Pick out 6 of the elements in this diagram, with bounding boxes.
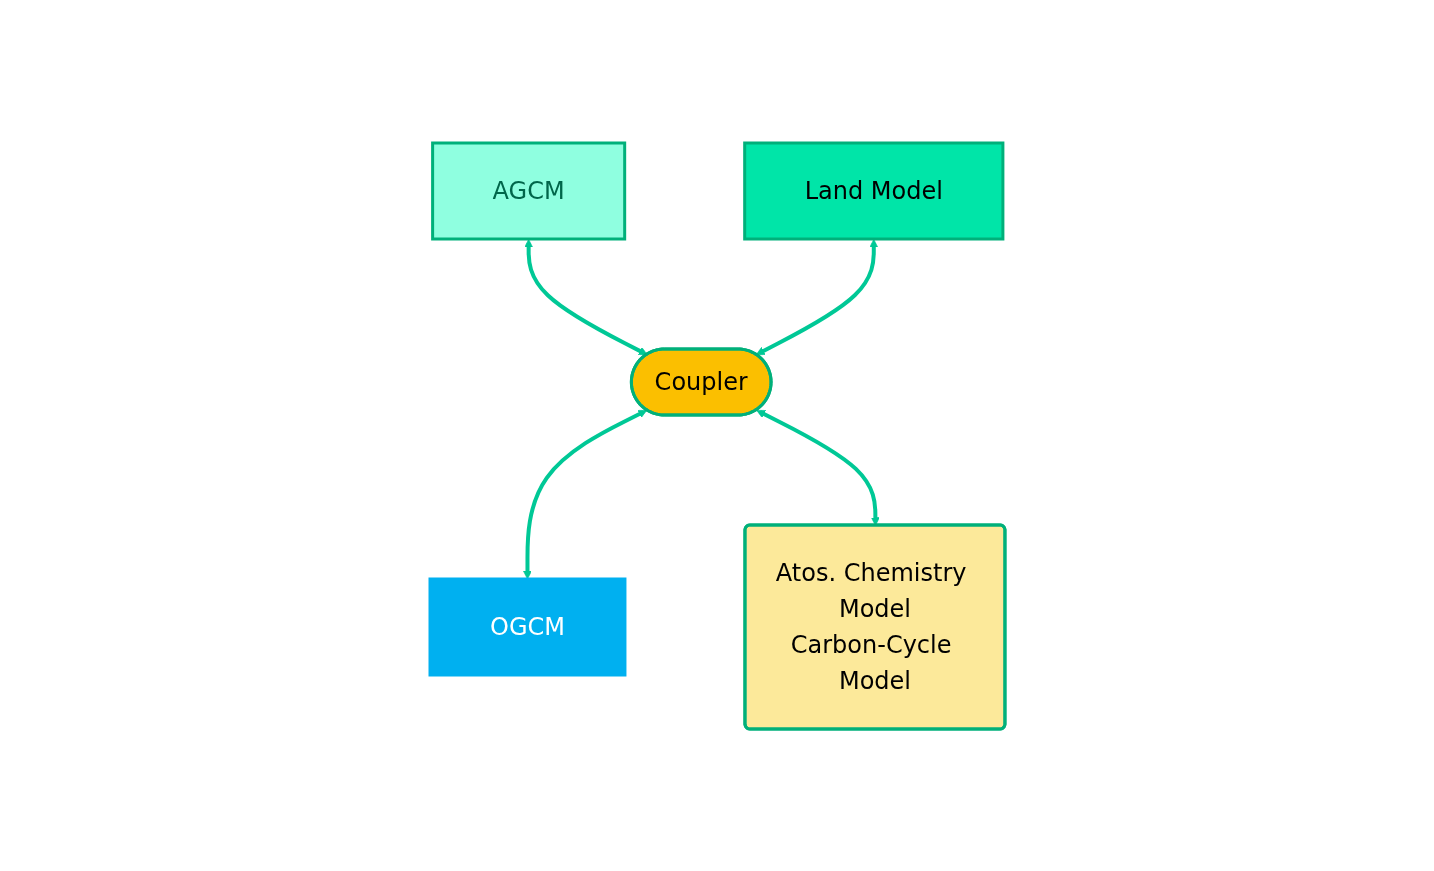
node-box: AGCM xyxy=(430,141,626,240)
arrow xyxy=(522,409,647,579)
node-box: OGCM xyxy=(428,577,626,676)
arrow xyxy=(755,238,878,355)
arrow xyxy=(523,238,648,355)
node-box: Land Model xyxy=(742,141,1004,240)
